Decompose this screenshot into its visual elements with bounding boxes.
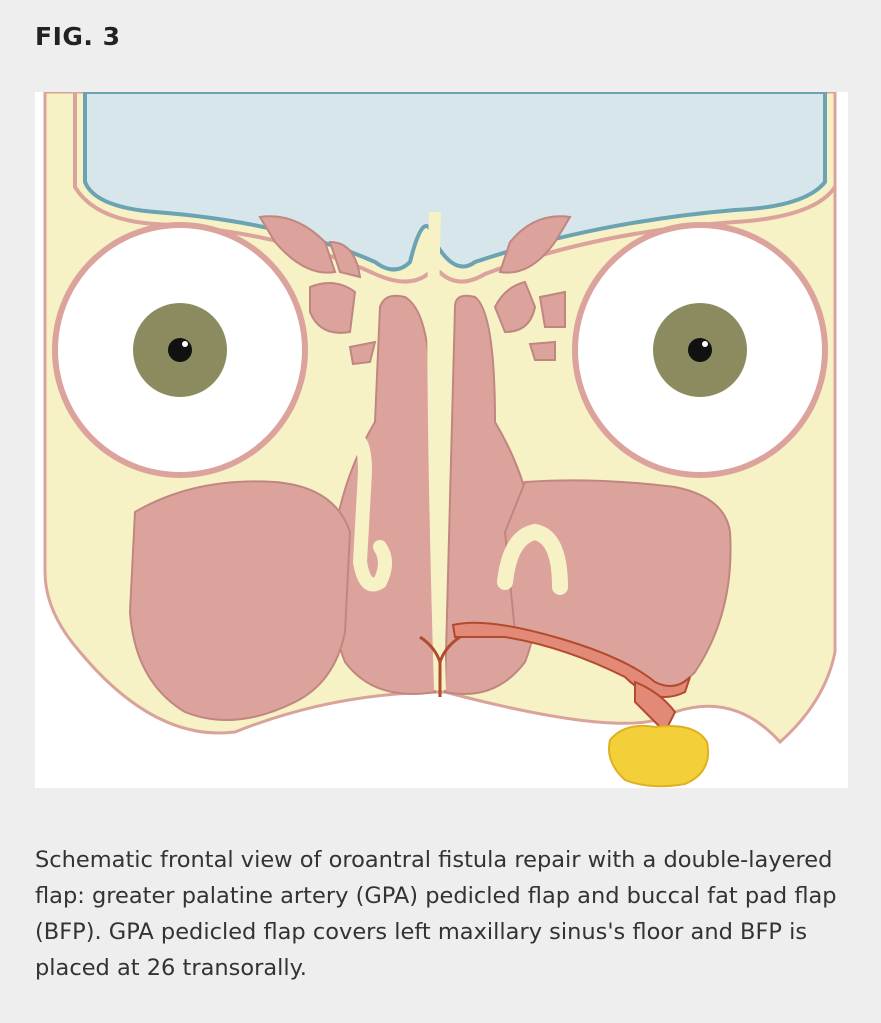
inferior-turbinate-right: [343, 433, 392, 592]
nasal-septum: [427, 211, 446, 691]
gpa-flap: [451, 621, 691, 698]
inferior-turbinate-left: [497, 523, 568, 595]
greater-palatine-artery: [419, 635, 461, 697]
left-eye: [572, 222, 828, 478]
figure-illustration: [35, 92, 848, 788]
figure-label: FIG. 3: [35, 22, 121, 51]
ethmoid-cells: [258, 215, 572, 366]
nasal-cavity-right: [330, 294, 437, 695]
buccal-fat-pad: [608, 724, 709, 788]
maxillary-sinus-right: [128, 480, 352, 721]
figure-caption: Schematic frontal view of oroantral fist…: [35, 847, 837, 981]
right-eye: [52, 222, 308, 478]
sinus-schematic: [43, 92, 837, 788]
